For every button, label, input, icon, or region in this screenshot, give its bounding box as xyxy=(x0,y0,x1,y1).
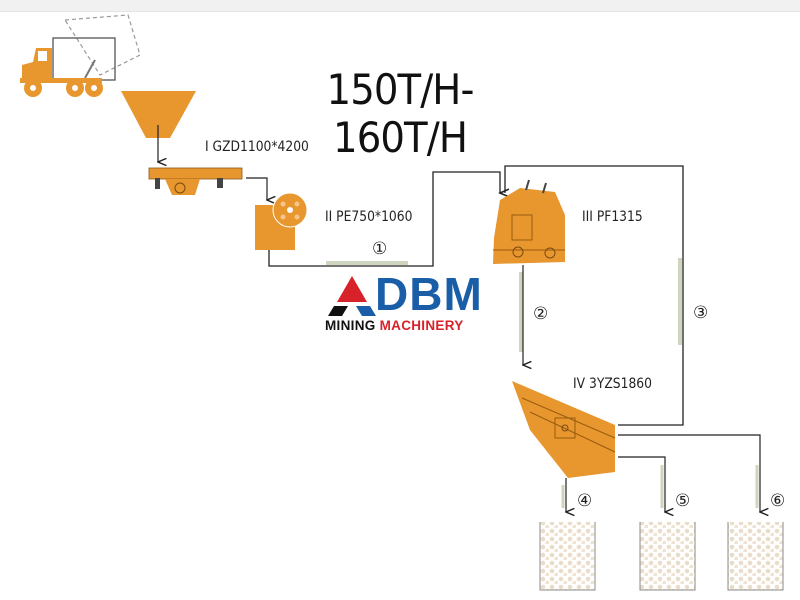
vibrating-screen-icon xyxy=(512,381,616,478)
label-feeder: I GZD1100*4200 xyxy=(205,139,309,155)
product-pile-4 xyxy=(539,522,596,591)
conveyor-label-4: ④ xyxy=(577,491,593,510)
label-vibrating-screen: IV 3YZS1860 xyxy=(573,376,652,392)
conveyor-label-5: ⑤ xyxy=(675,491,691,510)
capacity-title: 150T/H-160T/H xyxy=(326,65,475,162)
conveyor-label-2: ② xyxy=(533,304,549,323)
logo-sub-mining: MINING xyxy=(325,318,376,333)
product-pile-5 xyxy=(639,522,696,591)
dbm-logo-icon xyxy=(328,276,376,316)
conveyor-label-3: ③ xyxy=(693,303,709,322)
jaw-crusher-icon xyxy=(255,192,308,250)
product-pile-6 xyxy=(727,522,784,591)
logo-brand: DBM xyxy=(375,268,483,320)
conveyor-label-6: ⑥ xyxy=(770,491,786,510)
conveyor-label-1: ① xyxy=(372,239,388,258)
hopper-icon xyxy=(121,91,196,138)
impact-crusher-icon xyxy=(493,179,565,264)
label-impact-crusher: III PF1315 xyxy=(582,209,643,225)
dump-truck-icon xyxy=(20,14,141,97)
label-jaw-crusher: II PE750*1060 xyxy=(325,209,413,225)
logo-sub-machinery: MACHINERY xyxy=(379,318,464,333)
logo-subtitle: MINING MACHINERY xyxy=(325,318,464,333)
vibrating-feeder-icon xyxy=(148,167,243,195)
top-bar xyxy=(0,0,800,12)
